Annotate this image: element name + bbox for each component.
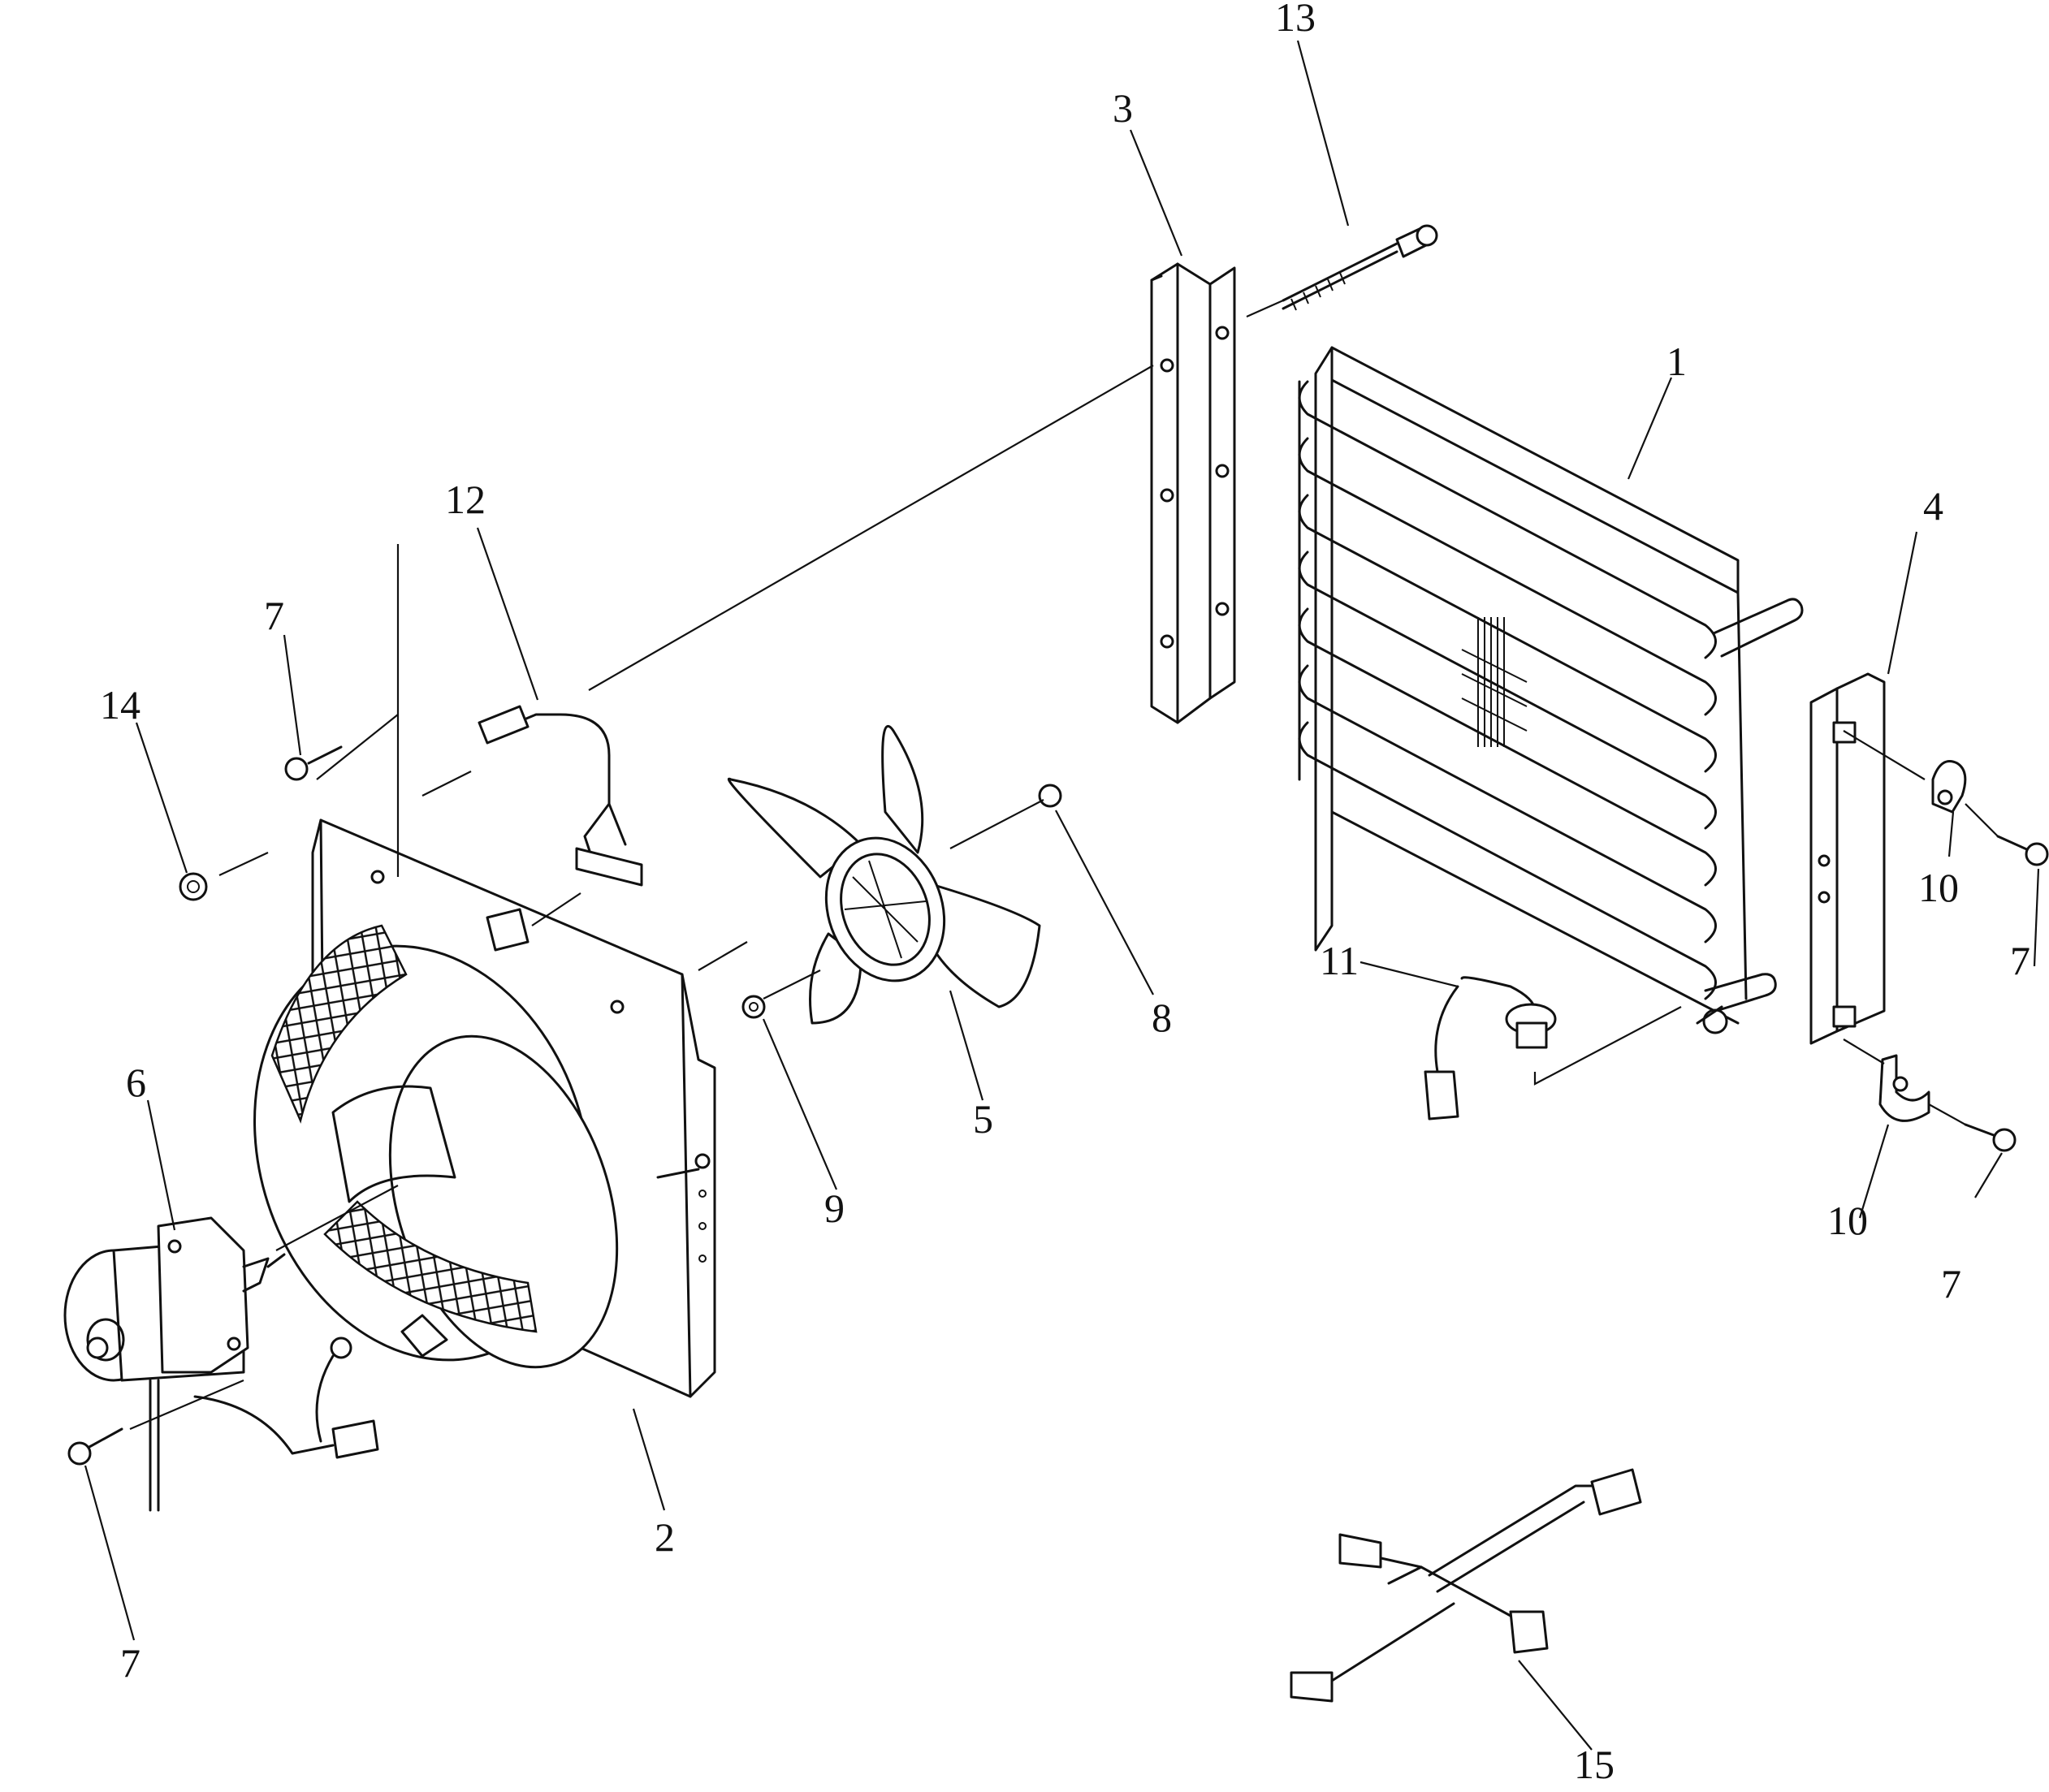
bolt-7-top-left xyxy=(284,745,343,781)
clamp-lower xyxy=(1878,1054,1930,1122)
bolt-7-right-lower xyxy=(1964,1123,2017,1152)
callout-10-lower: 10 xyxy=(1827,1198,1868,1243)
fan-blade xyxy=(727,725,1041,1025)
bolt-13 xyxy=(1282,224,1438,311)
callout-5: 5 xyxy=(973,1096,993,1142)
condenser-bracket-left xyxy=(1150,262,1236,724)
callout-3: 3 xyxy=(1113,85,1133,131)
callout-12: 12 xyxy=(445,477,486,522)
wiring-harness xyxy=(1290,1468,1642,1703)
callout-14: 14 xyxy=(100,682,140,728)
nut-14 xyxy=(179,872,208,901)
callout-7-right-upper: 7 xyxy=(2010,938,2030,983)
assembly-lines xyxy=(129,299,1999,1431)
callout-7-bottom-left: 7 xyxy=(120,1640,140,1686)
clamp-upper xyxy=(1931,760,1967,814)
bolt-7-right-upper xyxy=(1996,835,2049,866)
bolt-7-bottom-left xyxy=(67,1427,123,1466)
fan-shroud xyxy=(253,818,716,1398)
callout-2: 2 xyxy=(655,1514,675,1560)
condenser-core xyxy=(1298,346,1804,1034)
callout-4: 4 xyxy=(1923,483,1943,529)
condenser-bracket-right xyxy=(1809,672,1886,1045)
callout-leaders xyxy=(84,40,2040,1751)
callout-15: 15 xyxy=(1574,1742,1615,1787)
callout-9: 9 xyxy=(824,1185,845,1231)
nut-8 xyxy=(1038,784,1062,808)
callout-8: 8 xyxy=(1152,995,1172,1040)
callout-7-right-lower: 7 xyxy=(1941,1261,1961,1306)
callout-6: 6 xyxy=(126,1060,146,1105)
callout-13: 13 xyxy=(1275,0,1316,40)
washer-9 xyxy=(741,995,766,1019)
harness-12 xyxy=(478,705,643,952)
pressure-switch xyxy=(1424,976,1557,1121)
callout-11: 11 xyxy=(1320,938,1359,983)
callout-10-upper: 10 xyxy=(1918,865,1959,910)
callout-1: 1 xyxy=(1666,339,1687,384)
callout-7-top-left: 7 xyxy=(264,593,284,638)
callout-labels: 1 2 3 4 5 6 7 7 7 7 8 9 10 10 11 12 13 1… xyxy=(100,0,2030,1787)
fan-motor xyxy=(63,1216,379,1512)
